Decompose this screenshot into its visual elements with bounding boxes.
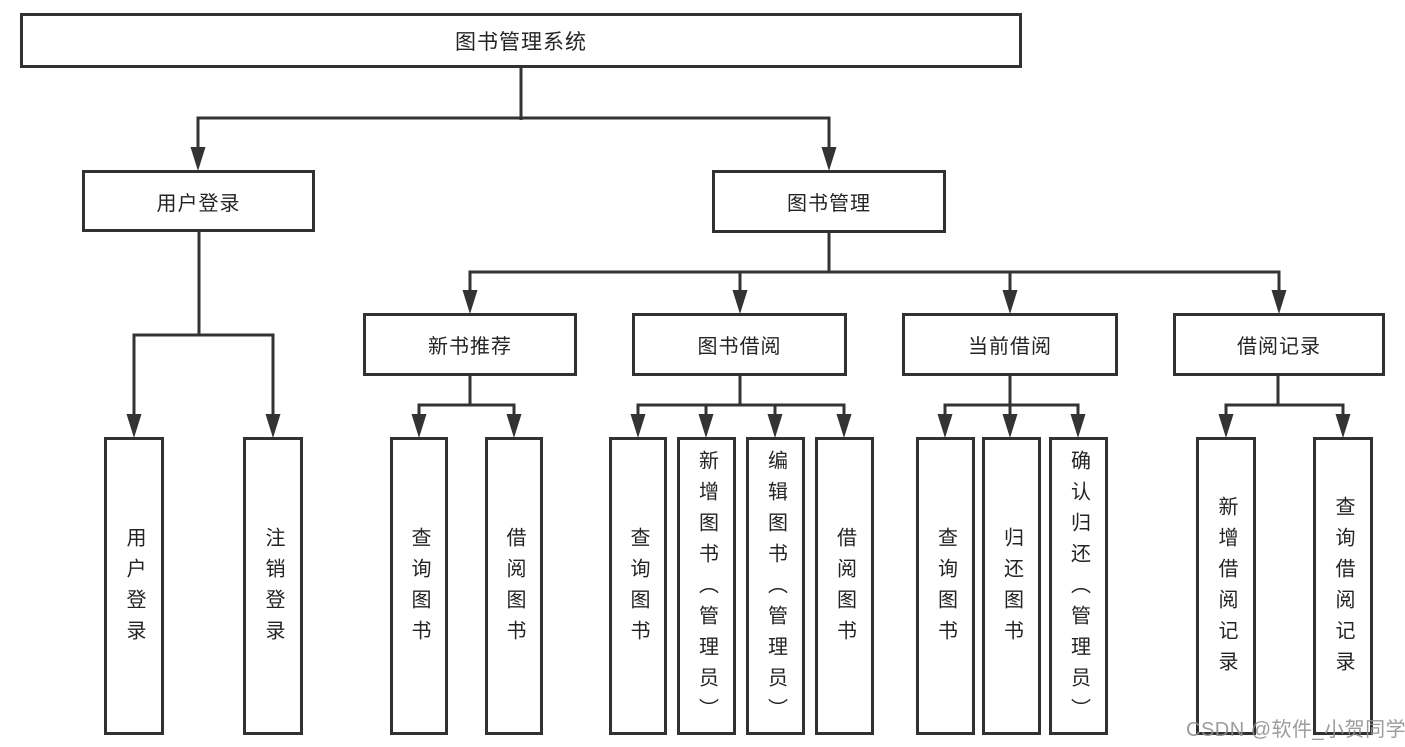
leaf-query-borrow-record: 查询借阅记录 <box>1313 437 1373 735</box>
node-current-borrowing: 当前借阅 <box>902 313 1118 376</box>
leaf-current-query-books: 查询图书 <box>916 437 975 735</box>
leaf-return-books: 归还图书 <box>982 437 1041 735</box>
node-user-login: 用户登录 <box>82 170 315 232</box>
node-library-system: 图书管理系统 <box>20 13 1022 68</box>
node-book-management: 图书管理 <box>712 170 946 233</box>
leaf-add-borrow-record: 新增借阅记录 <box>1196 437 1256 735</box>
leaf-borrow-books-label: 借阅图书 <box>833 527 856 651</box>
leaf-confirm-return-admin: 确认归还（管理员） <box>1049 437 1108 735</box>
leaf-logout: 注销登录 <box>243 437 303 735</box>
leaf-current-query-books-label: 查询图书 <box>934 527 957 651</box>
leaf-borrowing-query-books: 查询图书 <box>609 437 667 735</box>
leaf-newrec-borrow-books-label: 借阅图书 <box>503 527 525 651</box>
leaf-user-login-label: 用户登录 <box>123 527 145 651</box>
leaf-borrow-books: 借阅图书 <box>815 437 874 735</box>
leaf-add-books-admin-label: 新增图书（管理员） <box>695 449 718 729</box>
leaf-add-borrow-record-label: 新增借阅记录 <box>1215 496 1237 682</box>
node-book-management-label: 图书管理 <box>787 193 871 215</box>
leaf-return-books-label: 归还图书 <box>1000 527 1023 651</box>
node-book-borrowing-label: 图书借阅 <box>697 336 782 358</box>
leaf-user-login: 用户登录 <box>104 437 164 735</box>
leaf-newrec-borrow-books: 借阅图书 <box>485 437 543 735</box>
leaf-confirm-return-admin-label: 确认归还（管理员） <box>1067 449 1090 729</box>
node-user-login-label: 用户登录 <box>156 192 241 215</box>
node-new-book-recommend-label: 新书推荐 <box>428 336 512 358</box>
leaf-edit-books-admin-label: 编辑图书（管理员） <box>764 449 787 729</box>
watermark-text: CSDN @软件_小贺同学 <box>1186 719 1405 741</box>
node-new-book-recommend: 新书推荐 <box>363 313 577 376</box>
node-book-borrowing: 图书借阅 <box>632 313 847 376</box>
leaf-logout-label: 注销登录 <box>262 527 284 651</box>
node-current-borrowing-label: 当前借阅 <box>968 336 1052 358</box>
leaf-borrowing-query-books-label: 查询图书 <box>627 527 649 651</box>
leaf-add-books-admin: 新增图书（管理员） <box>677 437 736 735</box>
node-borrowing-records-label: 借阅记录 <box>1237 336 1321 358</box>
leaf-newrec-query-books: 查询图书 <box>390 437 448 735</box>
leaf-edit-books-admin: 编辑图书（管理员） <box>746 437 805 735</box>
leaf-newrec-query-books-label: 查询图书 <box>408 527 430 651</box>
node-library-system-label: 图书管理系统 <box>455 30 587 54</box>
node-borrowing-records: 借阅记录 <box>1173 313 1385 376</box>
leaf-query-borrow-record-label: 查询借阅记录 <box>1332 496 1354 682</box>
